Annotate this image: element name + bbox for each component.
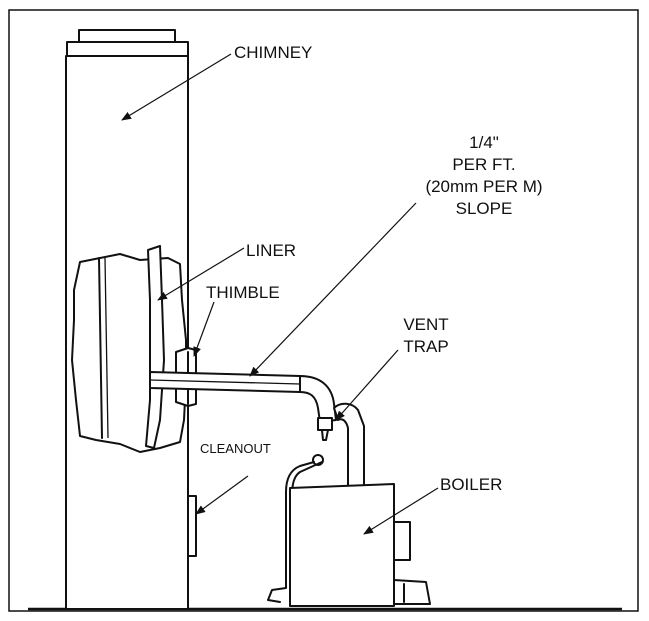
vent-pipe (149, 371, 301, 393)
cleanout-leader (195, 475, 249, 515)
slope-label-line2: PER FT. (452, 155, 515, 174)
chimney-leader (121, 53, 232, 121)
vent-label-line2: TRAP (403, 337, 448, 356)
vent-trap-leader (335, 349, 399, 421)
diagram-frame (8, 9, 639, 612)
vent-label-line1: VENT (403, 315, 448, 334)
cleanout-label: CLEANOUT (200, 441, 271, 456)
liner (71, 236, 189, 453)
thimble-leader (193, 301, 215, 357)
boiler (289, 483, 431, 607)
slope-label-line1: 1/4" (469, 133, 499, 152)
thimble-label: THIMBLE (206, 283, 280, 302)
slope-label-line3: (20mm PER M) (425, 177, 542, 196)
liner-label: LINER (246, 241, 296, 260)
slope-leader (249, 202, 417, 377)
boiler-leader (363, 487, 439, 535)
vent-trap (299, 375, 365, 489)
boiler-label: BOILER (440, 475, 502, 494)
chimney-label: CHIMNEY (234, 43, 312, 62)
liner-leader (157, 247, 245, 301)
slope-label-line4: SLOPE (456, 199, 513, 218)
